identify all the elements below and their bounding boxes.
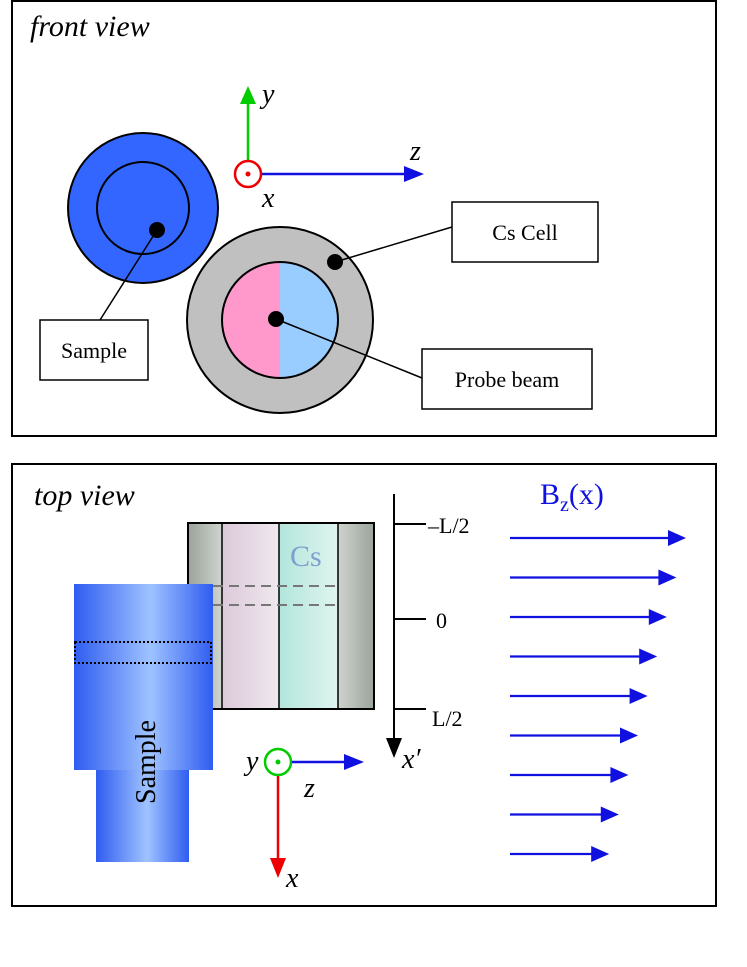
probe-beam-label-box	[421, 348, 593, 410]
field-label-sub: z	[560, 494, 569, 516]
probe-beam-pink-half	[222, 262, 280, 378]
field-arrowhead	[620, 727, 638, 744]
top-sample-cylinder: Sample	[74, 584, 213, 862]
front-view-title: front view	[30, 10, 150, 43]
cs-label: Cs	[290, 540, 322, 573]
front-axes: y z x	[233, 79, 424, 214]
top-y-label: y	[243, 746, 259, 777]
top-x-arrowhead	[270, 858, 286, 878]
front-y-label: y	[259, 79, 275, 110]
field-arrowhead	[610, 767, 629, 783]
field-arrowhead	[668, 530, 686, 546]
front-cs-cell: Cs Cell Probe beam	[186, 201, 599, 414]
front-view-panel: front view y z x Sample	[11, 0, 717, 437]
front-z-label: z	[409, 136, 421, 167]
field-label: Bz(x)	[540, 478, 604, 516]
xprime-arrowhead	[386, 738, 402, 758]
sample-dotted-slot	[74, 641, 212, 664]
field-label-arg: (x)	[569, 478, 604, 511]
front-sample: Sample	[39, 132, 219, 381]
top-view-title: top view	[34, 479, 135, 512]
front-x-dot	[245, 171, 251, 177]
sample-rotated-label: Sample	[131, 720, 162, 804]
sample-cylinder-wide	[74, 584, 213, 770]
top-axes: y z x	[243, 746, 364, 894]
xprime-label: x′	[401, 744, 421, 775]
tick-bot-label: L/2	[432, 706, 463, 731]
top-z-arrowhead	[344, 754, 364, 770]
field-arrows	[510, 530, 686, 862]
field-arrowhead	[658, 569, 677, 586]
top-x-label: x	[285, 863, 299, 894]
cs-cell-label-box	[451, 201, 599, 263]
probe-beam-outline	[221, 261, 339, 379]
top-z-label: z	[303, 773, 315, 804]
field-arrowhead	[639, 648, 658, 665]
cs-cell-leader-line	[334, 226, 453, 263]
probe-beam-blue-half	[280, 262, 338, 378]
top-y-dot	[275, 759, 281, 765]
field-arrowhead	[648, 609, 667, 625]
sample-label-box	[39, 319, 149, 381]
cell-region-left	[222, 523, 279, 709]
sample-label: Sample	[61, 338, 127, 363]
field-arrowhead	[600, 806, 619, 823]
tick-top-label: –L/2	[427, 513, 470, 538]
sample-inner-ring	[96, 161, 190, 255]
front-z-arrowhead	[404, 166, 424, 182]
sample-cylinder-narrow	[96, 770, 189, 862]
probe-beam-label: Probe beam	[455, 367, 559, 392]
field-label-base: B	[540, 478, 560, 511]
probe-beam-leader-line	[275, 318, 423, 379]
front-y-arrowhead	[240, 86, 256, 104]
top-cs-cell: Cs	[187, 522, 375, 710]
top-view-panel: top view Cs Sample x′	[11, 463, 717, 907]
tick-mid-label: 0	[436, 608, 447, 633]
cs-cell-label: Cs Cell	[492, 220, 557, 245]
cell-region-right	[279, 523, 338, 709]
cell-window-right	[338, 523, 374, 709]
xprime-axis: x′ –L/2 0 L/2	[386, 494, 470, 775]
sample-leader-line	[99, 229, 158, 321]
front-x-label: x	[261, 183, 275, 214]
field-arrowhead	[629, 688, 648, 704]
field-arrowhead	[591, 846, 610, 862]
